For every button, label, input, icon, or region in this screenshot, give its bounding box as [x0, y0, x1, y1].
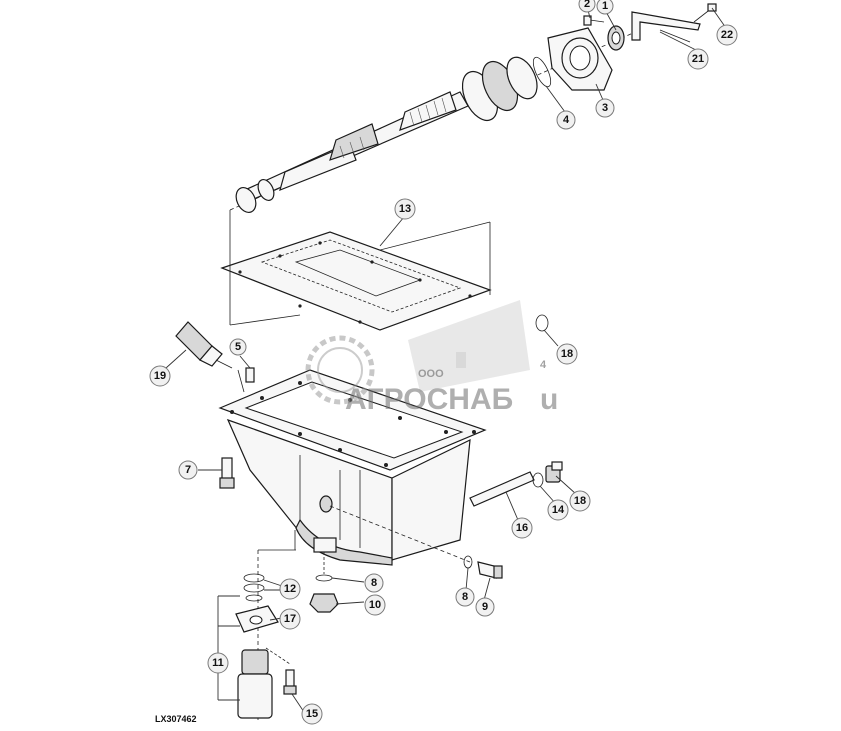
- callout-label: 8: [462, 591, 468, 603]
- watermark-org-form: ООО: [418, 368, 444, 380]
- callout-8-left: 8: [364, 573, 384, 593]
- callout-label: 5: [235, 341, 241, 353]
- callout-19: 19: [149, 365, 171, 387]
- callout-7: 7: [178, 460, 198, 480]
- watermark-stray-label: 4: [540, 359, 547, 371]
- callout-label: 16: [516, 522, 528, 534]
- callout-label: 14: [552, 504, 565, 516]
- callout-label: 18: [574, 495, 586, 507]
- callout-label: 13: [399, 203, 411, 215]
- callout-label: 12: [284, 583, 296, 595]
- callout-label: 19: [154, 370, 166, 382]
- callout-label: 4: [563, 114, 570, 126]
- drain-and-filter-parts: [217, 530, 339, 720]
- drawing-id: LX307462: [155, 714, 197, 724]
- watermark-suffix: u: [540, 383, 558, 416]
- callout-18-upper: 18: [556, 343, 578, 365]
- callout-17: 17: [279, 608, 301, 630]
- callout-label: 3: [602, 102, 608, 114]
- callout-label: 10: [369, 599, 381, 611]
- callout-label: 18: [561, 348, 573, 360]
- callout-8-right: 8: [455, 587, 475, 607]
- callout-label: 15: [306, 708, 318, 720]
- callout-label: 9: [482, 601, 488, 613]
- gasket-plate: [220, 210, 492, 331]
- callout-4: 4: [556, 110, 576, 130]
- oil-pan-housing: [218, 369, 487, 566]
- callout-label: 2: [584, 0, 590, 10]
- callout-1: 1: [596, 0, 614, 15]
- callout-22: 22: [716, 24, 738, 46]
- callout-15: 15: [301, 703, 323, 725]
- callout-12: 12: [279, 578, 301, 600]
- sealant-tube-and-dowels: [175, 321, 255, 489]
- callout-label: 8: [371, 577, 377, 589]
- callout-label: 11: [212, 657, 224, 669]
- callout-9: 9: [475, 597, 495, 617]
- callout-label: 21: [692, 53, 704, 65]
- input-shaft-assembly: [229, 3, 717, 213]
- callout-14: 14: [547, 499, 569, 521]
- callout-21: 21: [687, 48, 709, 70]
- watermark-logo: ООО АГРОСНАБ u 4: [305, 300, 558, 416]
- callout-10: 10: [364, 594, 386, 616]
- callout-16: 16: [511, 517, 533, 539]
- callout-label: 7: [185, 464, 191, 476]
- dipstick-tube-and-plugs: [329, 314, 563, 579]
- watermark-name: АГРОСНАБ: [345, 383, 513, 416]
- callout-13: 13: [394, 198, 416, 220]
- callout-label: 17: [284, 613, 296, 625]
- callout-5: 5: [229, 338, 247, 356]
- callout-label: 22: [721, 29, 733, 41]
- callout-2: 2: [578, 0, 596, 13]
- callout-11: 11: [207, 652, 229, 674]
- callout-18-lower: 18: [569, 490, 591, 512]
- callout-label: 1: [602, 0, 608, 12]
- callout-3: 3: [595, 98, 615, 118]
